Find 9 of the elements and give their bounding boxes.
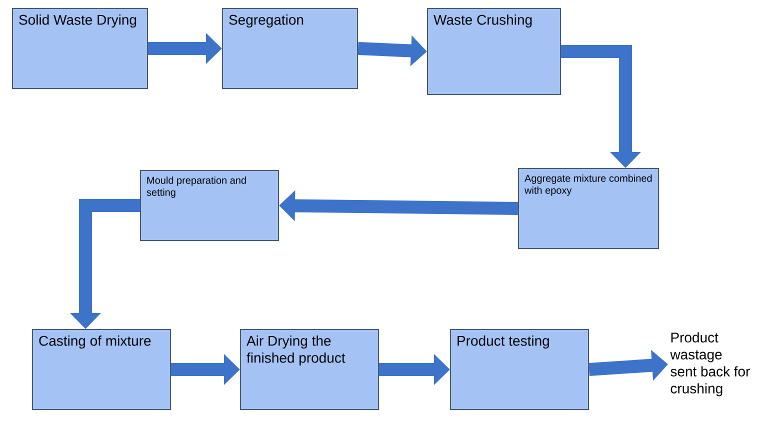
- process-box: Casting of mixture: [32, 329, 171, 410]
- process-box: Air Drying the finished product: [240, 329, 379, 410]
- process-box: Product testing: [450, 329, 589, 410]
- process-box: Segregation: [222, 8, 358, 89]
- process-box: Mould preparation and setting: [140, 170, 279, 241]
- process-box: Solid Waste Drying: [12, 8, 148, 89]
- process-box: Aggregate mixture combined with epoxy: [518, 168, 659, 249]
- note-text: Product wastage sent back for crushing: [670, 332, 750, 396]
- process-box: Waste Crushing: [427, 8, 561, 95]
